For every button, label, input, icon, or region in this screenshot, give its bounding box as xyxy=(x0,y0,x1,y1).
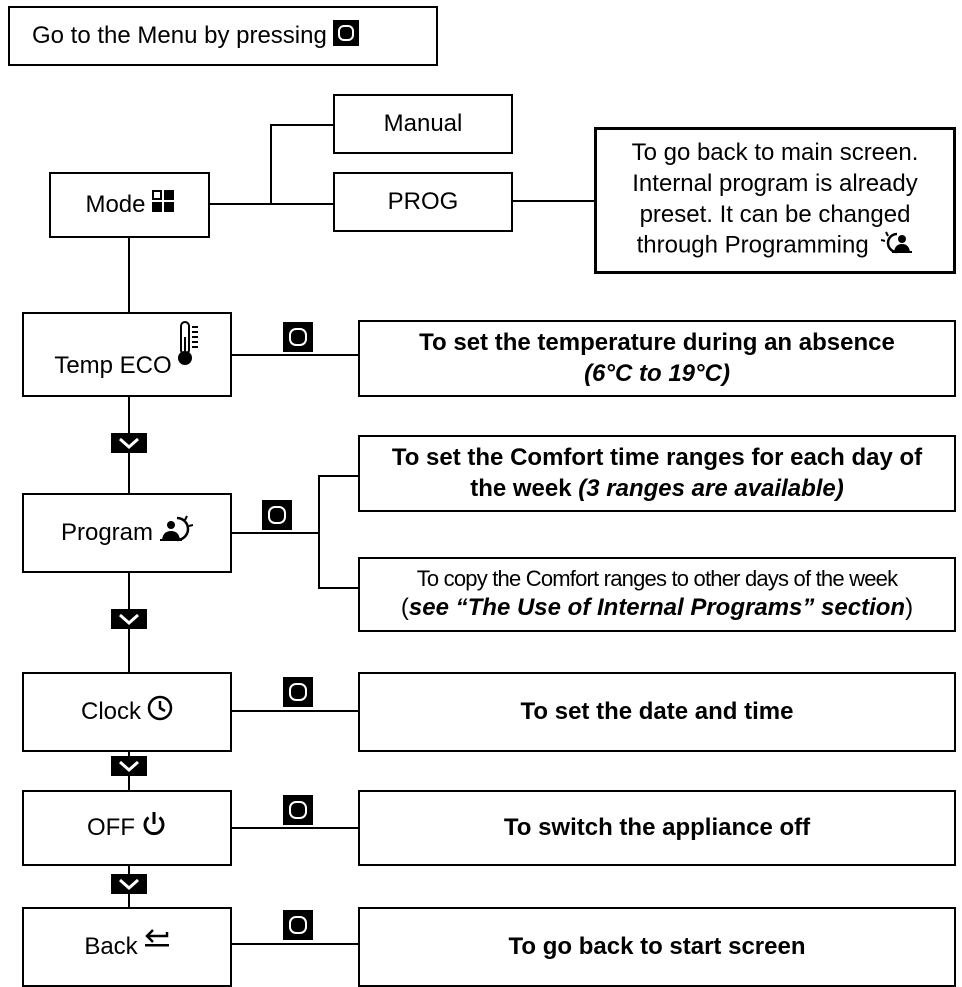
connector xyxy=(128,238,130,312)
clock-desc-box: To set the date and time xyxy=(358,672,956,752)
program-desc-2-note: see “The Use of Internal Programs” secti… xyxy=(408,594,906,622)
program-desc-1-line-1: To set the Comfort time ranges for each … xyxy=(391,443,923,471)
program-desc-1-line-2-wrap: the week (3 ranges are available) xyxy=(470,474,844,505)
program-desc-2-line-1: To copy the Comfort ranges to other days… xyxy=(416,566,898,592)
connector xyxy=(232,532,318,534)
prog-option-box: PROG xyxy=(333,172,513,232)
program-desc-2-box: To copy the Comfort ranges to other days… xyxy=(358,557,956,632)
connector xyxy=(318,475,320,588)
mode-label: Mode xyxy=(85,190,146,218)
program-desc-1-line-2: the week xyxy=(470,474,572,502)
clock-icon xyxy=(147,695,173,730)
temp-eco-box: Temp ECO xyxy=(22,312,232,397)
program-label: Program xyxy=(60,518,154,546)
off-label: OFF xyxy=(87,813,135,841)
connector xyxy=(270,124,333,126)
programming-icon xyxy=(881,230,913,263)
connector xyxy=(270,124,272,204)
connector xyxy=(232,827,358,829)
prog-option-label: PROG xyxy=(387,187,459,215)
manual-option-label: Manual xyxy=(383,109,463,137)
connector xyxy=(513,200,594,202)
clock-box: Clock xyxy=(22,672,232,752)
off-box: OFF xyxy=(22,790,232,866)
clock-desc: To set the date and time xyxy=(520,697,794,725)
clock-label: Clock xyxy=(80,697,141,725)
back-arrow-icon xyxy=(144,926,170,957)
off-desc: To switch the appliance off xyxy=(503,813,811,841)
temp-eco-range: (6°C to 19°C) xyxy=(584,359,730,387)
back-desc: To go back to start screen xyxy=(508,932,806,960)
connector xyxy=(210,203,333,205)
mode-box: Mode xyxy=(49,172,210,238)
power-icon xyxy=(141,811,167,846)
down-arrow-button-icon xyxy=(111,609,147,629)
connector xyxy=(232,710,358,712)
program-desc-1-box: To set the Comfort time ranges for each … xyxy=(358,435,956,512)
off-desc-box: To switch the appliance off xyxy=(358,790,956,866)
down-arrow-button-icon xyxy=(111,756,147,776)
ok-button-icon xyxy=(283,910,313,940)
program-desc-1-note: (3 ranges are available) xyxy=(578,474,844,502)
mode-grid-icon xyxy=(151,189,174,221)
connector xyxy=(318,587,358,589)
temp-eco-desc: To set the temperature during an absence xyxy=(419,328,895,356)
back-box: Back xyxy=(22,907,232,987)
program-desc-2-paren-open: ( xyxy=(400,594,409,622)
program-desc-2-line-2-wrap: (see “The Use of Internal Programs” sect… xyxy=(401,593,913,624)
temp-eco-label: Temp ECO xyxy=(54,352,172,380)
connector xyxy=(318,475,358,477)
header-box: Go to the Menu by pressing xyxy=(8,6,438,66)
down-arrow-button-icon xyxy=(111,433,147,453)
prog-note-line-4: through Programming xyxy=(636,231,869,259)
prog-note-line-1: To go back to main screen. xyxy=(631,139,919,167)
connector xyxy=(232,354,358,356)
connector xyxy=(232,943,358,945)
prog-note-box: To go back to main screen. Internal prog… xyxy=(594,127,956,274)
program-icon xyxy=(159,515,194,552)
temp-eco-desc-box: To set the temperature during an absence… xyxy=(358,320,956,397)
thermometer-icon xyxy=(177,321,200,376)
ok-button-icon xyxy=(262,500,292,530)
program-box: Program xyxy=(22,493,232,573)
down-arrow-button-icon xyxy=(111,874,147,894)
ok-button-icon xyxy=(283,795,313,825)
back-desc-box: To go back to start screen xyxy=(358,907,956,987)
header-text: Go to the Menu by pressing xyxy=(32,21,327,49)
prog-note-line-4-wrap: through Programming xyxy=(637,230,914,263)
back-label: Back xyxy=(84,932,138,960)
program-desc-2-paren-close: ) xyxy=(905,594,914,622)
ok-button-icon xyxy=(283,677,313,707)
ok-button-icon xyxy=(332,20,359,46)
manual-option-box: Manual xyxy=(333,94,513,154)
prog-note-line-2: Internal program is already xyxy=(632,169,918,197)
ok-button-icon xyxy=(283,322,313,352)
prog-note-line-3: preset. It can be changed xyxy=(639,200,911,228)
